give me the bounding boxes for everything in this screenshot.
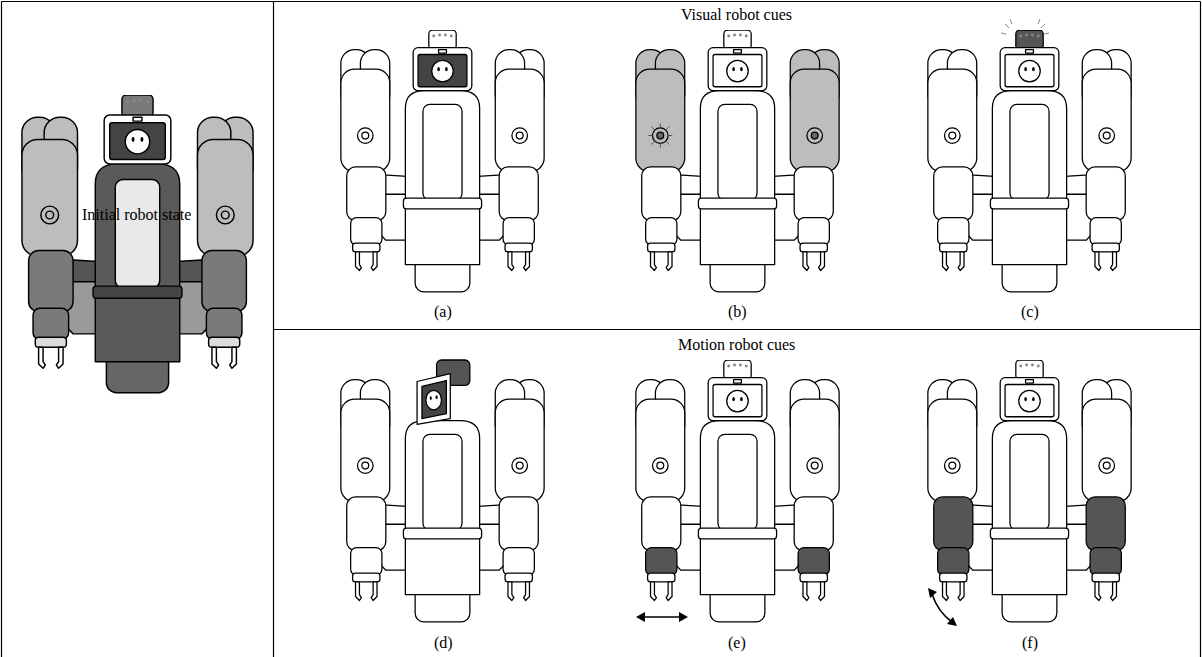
panel-label: (f)	[1022, 633, 1038, 652]
robot-arm-tilt-cue	[928, 360, 1131, 622]
arm-glow	[648, 124, 672, 148]
robot-head-light-cue	[928, 30, 1131, 292]
panel-label: (d)	[434, 633, 453, 652]
section-title: Motion robot cues	[678, 335, 795, 354]
section-title: Visual robot cues	[681, 5, 792, 24]
panel-label: (a)	[434, 302, 452, 321]
robot-screen-cue	[341, 30, 544, 292]
robot-wrist-cue	[636, 360, 839, 622]
panel-label: (e)	[728, 633, 746, 652]
head-glow	[1001, 19, 1049, 34]
panel-label: (c)	[1021, 302, 1039, 321]
robot-arm-light-cue	[636, 30, 839, 292]
turned-head	[417, 360, 470, 424]
panel-label: (b)	[728, 302, 747, 321]
robot-initial	[22, 95, 253, 393]
panel-title: Initial robot state	[82, 205, 191, 224]
curved-arrow	[928, 588, 957, 626]
double-arrow	[636, 612, 688, 622]
